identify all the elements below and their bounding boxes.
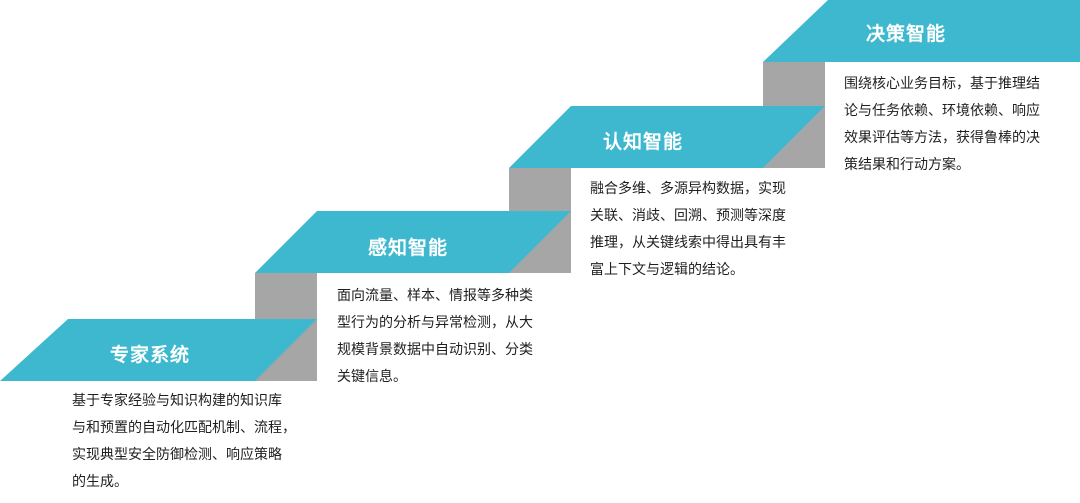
step-3-line-3: 推理，从关键线索中得出具有丰 [590, 235, 786, 251]
tread-3 [509, 106, 825, 168]
step-3-line-2: 关联、消歧、回溯、预测等深度 [590, 208, 786, 224]
step-2-title: 感知智能 [368, 237, 449, 259]
step-2-line-3: 规模背景数据中自动识别、分类 [337, 342, 533, 358]
step-2-line-2: 型行为的分析与异常检测，从大 [337, 315, 533, 331]
tread-2 [255, 211, 571, 273]
step-4-line-1: 围绕核心业务目标，基于推理结 [844, 76, 1040, 92]
tread-1 [0, 319, 317, 381]
step-4-line-3: 效果评估等方法，获得鲁棒的决 [844, 130, 1040, 146]
step-2-line-1: 面向流量、样本、情报等多种类 [337, 288, 533, 304]
step-1-line-3: 实现典型安全防御检测、响应策略 [72, 447, 282, 463]
step-4-line-4: 策结果和行动方案。 [844, 157, 970, 173]
step-4-description: 围绕核心业务目标，基于推理结 论与任务依赖、环境依赖、响应 效果评估等方法，获得… [844, 71, 1040, 179]
step-1-line-4: 的生成。 [72, 474, 128, 490]
step-1-line-1: 基于专家经验与知识构建的知识库 [72, 393, 282, 409]
step-3-line-4: 富上下文与逻辑的结论。 [590, 262, 744, 278]
step-1-title: 专家系统 [110, 344, 191, 366]
step-1-description: 基于专家经验与知识构建的知识库 与和预置的自动化匹配机制、流程， 实现典型安全防… [72, 388, 296, 496]
step-3-description: 融合多维、多源异构数据，实现 关联、消歧、回溯、预测等深度 推理，从关键线索中得… [590, 176, 786, 284]
step-3-line-1: 融合多维、多源异构数据，实现 [590, 181, 786, 197]
step-3-title: 认知智能 [603, 131, 684, 153]
step-4-title: 决策智能 [866, 23, 947, 45]
step-4-line-2: 论与任务依赖、环境依赖、响应 [844, 103, 1040, 119]
step-1-line-2: 与和预置的自动化匹配机制、流程， [72, 420, 296, 436]
tread-4 [763, 0, 1080, 62]
step-2-line-4: 关键信息。 [337, 369, 407, 385]
step-2-description: 面向流量、样本、情报等多种类 型行为的分析与异常检测，从大 规模背景数据中自动识… [337, 283, 533, 391]
